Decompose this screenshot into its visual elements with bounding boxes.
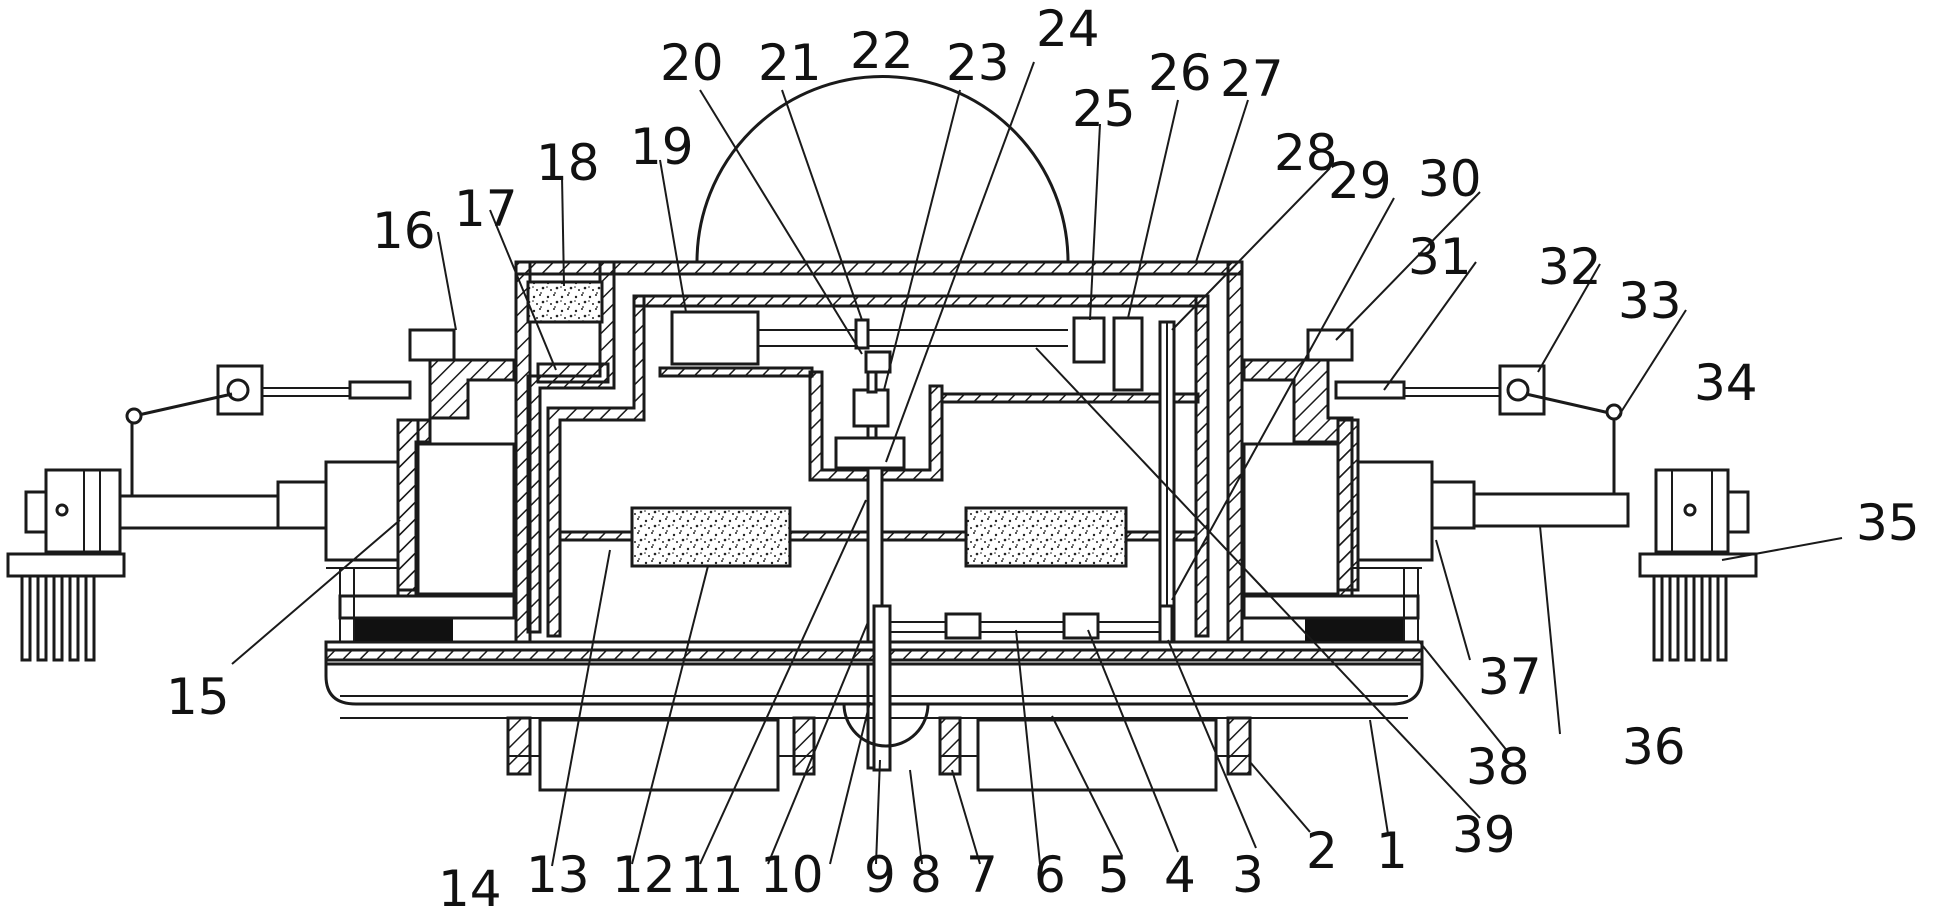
label-36: 36 [1622,718,1686,776]
component-26 [1112,316,1144,392]
arm-left [118,494,292,530]
label-22: 22 [850,22,914,80]
motor-housing [808,370,944,482]
inner-right-wall [1194,294,1210,638]
support-7-right [938,716,962,776]
label-12: 12 [612,846,676,904]
label-6: 6 [1034,846,1066,904]
label-13: 13 [526,846,590,904]
upper-shelf [658,366,814,378]
component-18 [526,280,604,324]
pivot-block-left [216,364,264,416]
label-15: 15 [166,668,230,726]
label-31: 31 [1408,228,1472,286]
label-17: 17 [454,180,518,238]
label-11: 11 [680,846,744,904]
label-3: 3 [1232,846,1264,904]
hinge-left [276,480,328,530]
component-30 [1306,328,1354,362]
motor-23 [852,388,890,428]
component-16 [408,328,456,362]
box-19 [670,310,760,366]
wheel-5-right [976,718,1218,792]
brush-plate-left [6,552,126,578]
label-37: 37 [1478,648,1542,706]
label-1: 1 [1376,822,1408,880]
label-16: 16 [372,202,436,260]
component-25 [1072,316,1106,364]
label-8: 8 [910,846,942,904]
part-labels: 1 2 3 4 5 6 7 8 9 10 11 12 13 14 15 16 1… [166,0,1920,918]
label-23: 23 [946,34,1010,92]
label-18: 18 [536,134,600,192]
component-20 [864,350,892,374]
label-27: 27 [1220,50,1284,108]
label-28: 28 [1274,124,1338,182]
label-26: 26 [1148,44,1212,102]
support-2-left [506,716,532,776]
label-10: 10 [760,846,824,904]
rod-31 [1334,380,1406,400]
cylinder-32 [1356,460,1434,562]
shaft-10 [872,604,892,772]
inner-top-wall [632,294,1210,308]
component-3 [1158,604,1174,644]
left-wall-15 [396,418,420,592]
label-25: 25 [1072,80,1136,138]
brush-bristles-left [20,574,96,662]
component-21 [854,318,870,350]
impeller-9 [842,703,930,748]
arm-36 [1448,492,1630,528]
label-33: 33 [1618,272,1682,330]
label-30: 30 [1418,150,1482,208]
rod-left [348,380,412,400]
label-35: 35 [1856,494,1920,552]
cylinder-left [324,460,400,562]
component-4 [1062,612,1100,640]
motor-24 [834,436,906,470]
label-24: 24 [1036,0,1100,58]
component-17 [536,362,610,384]
label-38: 38 [1466,738,1530,796]
label-21: 21 [758,34,822,92]
label-2: 2 [1306,822,1338,880]
label-7: 7 [966,846,998,904]
hinge-right [1430,480,1476,530]
label-9: 9 [864,846,896,904]
label-32: 32 [1538,238,1602,296]
right-chamber [1242,442,1340,596]
brush-bristles-right [1652,574,1728,662]
pad-right [1305,617,1403,641]
label-4: 4 [1164,846,1196,904]
outer-top-wall [514,260,1244,276]
outer-right-wall [1226,260,1244,646]
pad-left [355,617,453,641]
left-chamber [416,442,516,596]
label-39: 39 [1452,806,1516,864]
inner-left-wall [546,294,646,638]
filter-13-right [964,506,1128,568]
label-20: 20 [660,34,724,92]
dome [695,75,1070,263]
label-29: 29 [1328,152,1392,210]
component-6 [944,612,982,640]
right-wall [1336,418,1360,592]
leader-lines [231,61,1843,867]
support-7-left [792,716,816,776]
filter-13-left [630,506,792,568]
support-2-right [1226,716,1252,776]
label-34: 34 [1694,354,1758,412]
label-19: 19 [630,118,694,176]
label-5: 5 [1098,846,1130,904]
label-14: 14 [438,860,502,915]
